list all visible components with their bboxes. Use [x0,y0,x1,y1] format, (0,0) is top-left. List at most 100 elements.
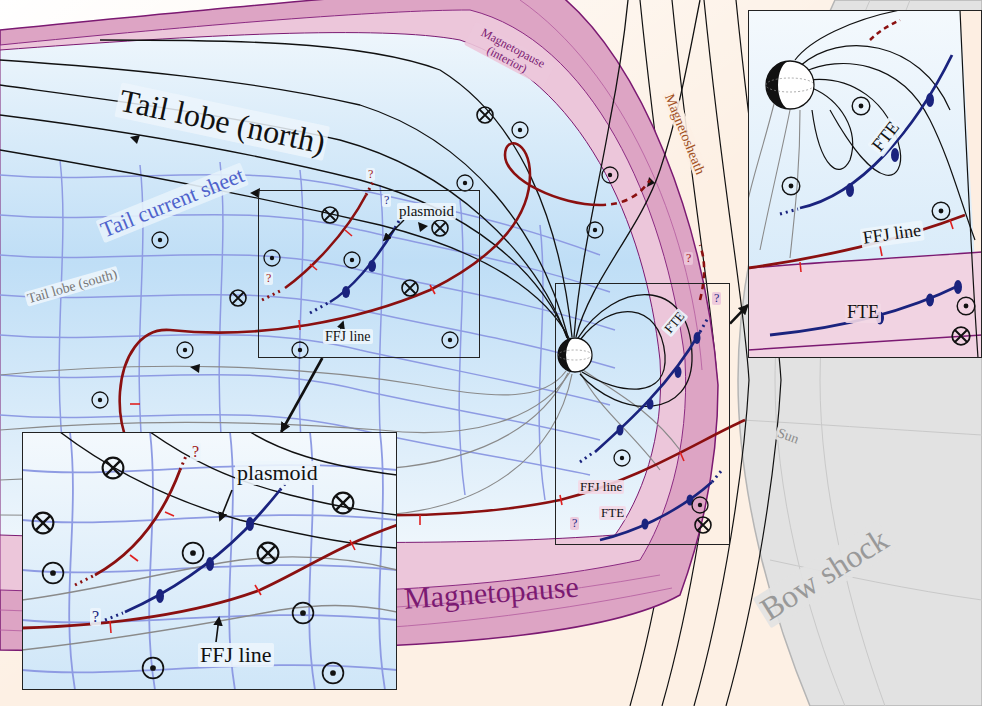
dayside-inset-picture-path [770,285,960,335]
tail-inset-picture-path [125,490,280,612]
tail-inset-picture-use [43,563,64,584]
dayside-inset-picture-use [782,177,800,195]
tail-inset-picture-use [183,543,204,564]
plasmoid-and-fte-lines-path [700,318,708,332]
dayside-inset-picture-use [932,202,950,220]
dayside-inset-picture-path [748,335,982,350]
tail-inset-picture-g-path [149,432,155,690]
northern-field-lines-path [0,60,568,337]
plasmoid-label: plasmoid [235,461,320,485]
earth-symbol-circle [558,338,592,372]
inset-panel: FTEFFJ lineFTE [748,10,982,358]
plasmoid-label: plasmoid [397,203,456,220]
plasmoid-and-fte-lines-g-ellipse [647,399,654,410]
tail-inset-picture-g-path [60,432,397,548]
tail-inset-picture-use [103,458,124,479]
tail-inset-picture-use [33,513,54,534]
plasmoid-and-fte-lines-g-ellipse [642,519,649,530]
tail-inset-picture-g [130,512,174,561]
tail-inset-picture-g [156,517,254,603]
plasmoid-and-fte-lines-g-ellipse [342,286,350,298]
field-direction-symbols-use [152,232,168,248]
tail-inset-picture-g-ellipse [206,557,214,571]
dayside-inset-picture-path [800,55,952,208]
field-direction-symbols-use [512,122,528,138]
tail-inset-picture-path [75,576,93,585]
tail-inset-picture-rect [22,432,397,690]
plasmoid-and-fte-lines-path [595,332,700,452]
tail-inset-picture-use [293,603,314,624]
ffj-line-g-path [299,320,300,330]
plasmoid-and-fte-lines-g-ellipse [617,425,624,436]
northern-field-lines-path [574,0,628,337]
field-line-arrows-path [130,135,140,144]
field-direction-symbols-use [692,497,708,513]
dayside-inset-picture-g-path [800,46,950,110]
tail-current-sheet-grid-path [0,295,615,368]
tail-inset-picture-g [110,540,355,633]
tail-inset-picture-use [258,543,279,564]
question-mark: ? [264,272,273,285]
plasmoid-and-fte-lines-g-ellipse [675,366,682,378]
northern-field-lines-path [100,40,572,337]
tail-inset-picture-g [22,557,397,650]
dayside-inset-picture-path [870,20,900,40]
tail-inset-picture-path [95,470,180,575]
northern-field-lines-path [576,0,700,337]
tail-inset-picture-g-path [22,557,397,600]
dayside-inset-picture-g-ellipse [891,148,899,162]
tail-inset-picture-g-ellipse [246,517,254,531]
field-direction-symbols-use [402,280,418,296]
tail-inset-picture-g-path [130,555,138,561]
zoom-frame: plasmoidFFJ line [258,190,480,358]
fte-label: FTE [661,308,689,338]
plasmoid-and-fte-lines-path [580,452,594,462]
ffj-line-path [600,180,650,205]
tail-inset-picture-g-ellipse [156,589,164,603]
ffj-line-g-path [560,495,562,505]
question-mark: ? [90,608,101,626]
question-mark: ? [190,443,201,461]
tail-inset-picture-g-path [69,432,75,690]
dayside-inset-picture-g-path [795,10,900,60]
dayside-inset-picture-rect [748,10,982,358]
tail-inset-picture-path [220,490,232,520]
ffj-line-path [700,245,704,300]
fte-label: FTE [599,506,626,520]
dayside-inset-picture-g [876,280,962,325]
dayside-inset-picture-g-ellipse [846,183,854,197]
question-mark: ? [570,517,579,530]
dayside-inset-picture-path [748,252,982,358]
ffj-line-label: FFJ line [860,220,925,248]
northern-field-lines-path [580,312,665,390]
leader-arrows-path [384,220,404,240]
tail-inset-picture-use [143,658,164,679]
plasmoid-and-fte-lines-g-ellipse [694,332,701,344]
tail-inset-picture-g [22,432,397,690]
earth-symbol-path [558,338,575,372]
ffj-line-path [285,195,366,288]
tail-inset-picture-g-path [110,621,111,633]
tail-inset-picture-path [180,456,186,470]
tail-inset-picture-path [216,618,219,642]
field-line-arrows-path [418,222,428,232]
field-direction-symbols-use [432,220,448,236]
earth-symbol [558,338,592,372]
field-direction-symbols-use [264,250,280,266]
dayside-inset-picture-g-path [748,100,775,200]
dayside-inset-picture-circle [766,61,814,109]
tail-current-sheet-grid-path [0,175,600,255]
field-direction-symbols-use [322,207,338,223]
dayside-inset-picture-path [780,209,798,214]
tail-current-sheet-grid-path [0,255,615,330]
dayside-inset-picture-g-path [950,220,953,229]
ffj-line-path [262,291,280,300]
dayside-inset-picture-g-ellipse [926,93,934,107]
dayside-inset-picture [748,10,982,358]
dayside-inset-picture-g-path [880,246,882,256]
plasmoid-and-fte-lines-path [712,470,722,482]
dayside-inset-picture-g [795,10,978,358]
